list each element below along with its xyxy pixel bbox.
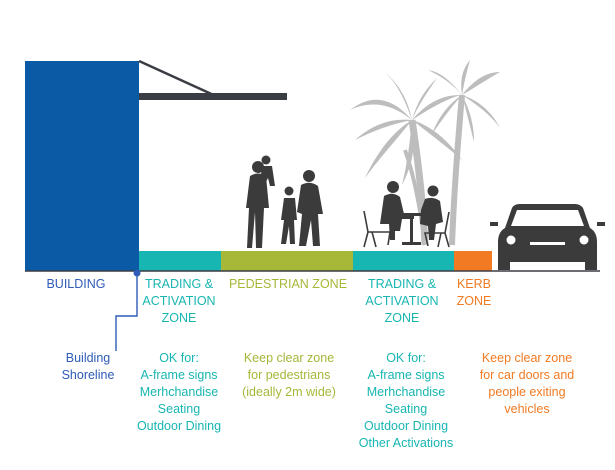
trading-right-description: OK for: A-frame signs Merhchandise Seati… [352,350,460,452]
awning-canopy [139,93,287,100]
description-line: people exiting [488,385,566,399]
trading-left-description: OK for: A-frame signs Merhchandise Seati… [131,350,227,435]
pedestrian-description: Keep clear zone for pedestrians (ideally… [231,350,347,401]
trading-left-label-line: ACTIVATION [142,294,216,308]
description-line: Merhchandise [366,385,446,399]
building-shoreline-label: Building Shoreline [56,350,120,384]
pedestrian-zone-bar [221,251,353,271]
shoreline-leader [115,273,138,351]
description-line: Keep clear zone [481,351,573,365]
trading-zone-bar-right [353,251,454,271]
pedestrian-label-line: PEDESTRIAN ZONE [228,277,348,291]
description-line: OK for: [159,351,199,365]
trading-zone-left-label: TRADING & ACTIVATION ZONE [131,276,227,327]
kerb-label-line: ZONE [456,294,492,308]
building-zone-label: BUILDING [30,276,122,293]
description-line: Merhchandise [139,385,219,399]
trading-left-label-line: TRADING & [144,277,214,291]
description-line: for pedestrians [247,368,331,382]
car-icon [490,204,605,270]
description-line: Other Activations [358,436,454,450]
kerb-zone-bar [454,251,492,271]
building-label-line: BUILDING [46,277,106,291]
description-line: Seating [157,402,201,416]
trading-right-label-line: ZONE [384,311,420,325]
description-line: OK for: [386,351,426,365]
description-line: vehicles [504,402,550,416]
palm-tree-icon [350,72,462,246]
pedestrian-zone-label: PEDESTRIAN ZONE [222,276,354,293]
outdoor-dining-icon [363,181,450,248]
description-line: Seating [384,402,428,416]
description-line: Keep clear zone [243,351,335,365]
palm-tree-icon [428,60,500,246]
description-line: Outdoor Dining [363,419,449,433]
kerb-description: Keep clear zone for car doors and people… [468,350,586,418]
awning-support [138,59,219,99]
shoreline-label-line: Building [65,351,111,365]
kerb-label-line: KERB [456,277,492,291]
description-line: A-frame signs [140,368,218,382]
description-line: Outdoor Dining [136,419,222,433]
kerb-zone-label: KERB ZONE [452,276,496,310]
building-block [25,61,139,271]
trading-zone-right-label: TRADING & ACTIVATION ZONE [354,276,450,327]
trading-right-label-line: TRADING & [367,277,437,291]
trading-right-label-line: ACTIVATION [365,294,439,308]
description-line: A-frame signs [367,368,445,382]
pedestrian-group-icon [246,155,323,248]
description-line: (ideally 2m wide) [242,385,336,399]
shoreline-label-line: Shoreline [61,368,115,382]
trading-left-label-line: ZONE [161,311,197,325]
trading-zone-bar-left [139,251,221,271]
description-line: for car doors and [479,368,575,382]
